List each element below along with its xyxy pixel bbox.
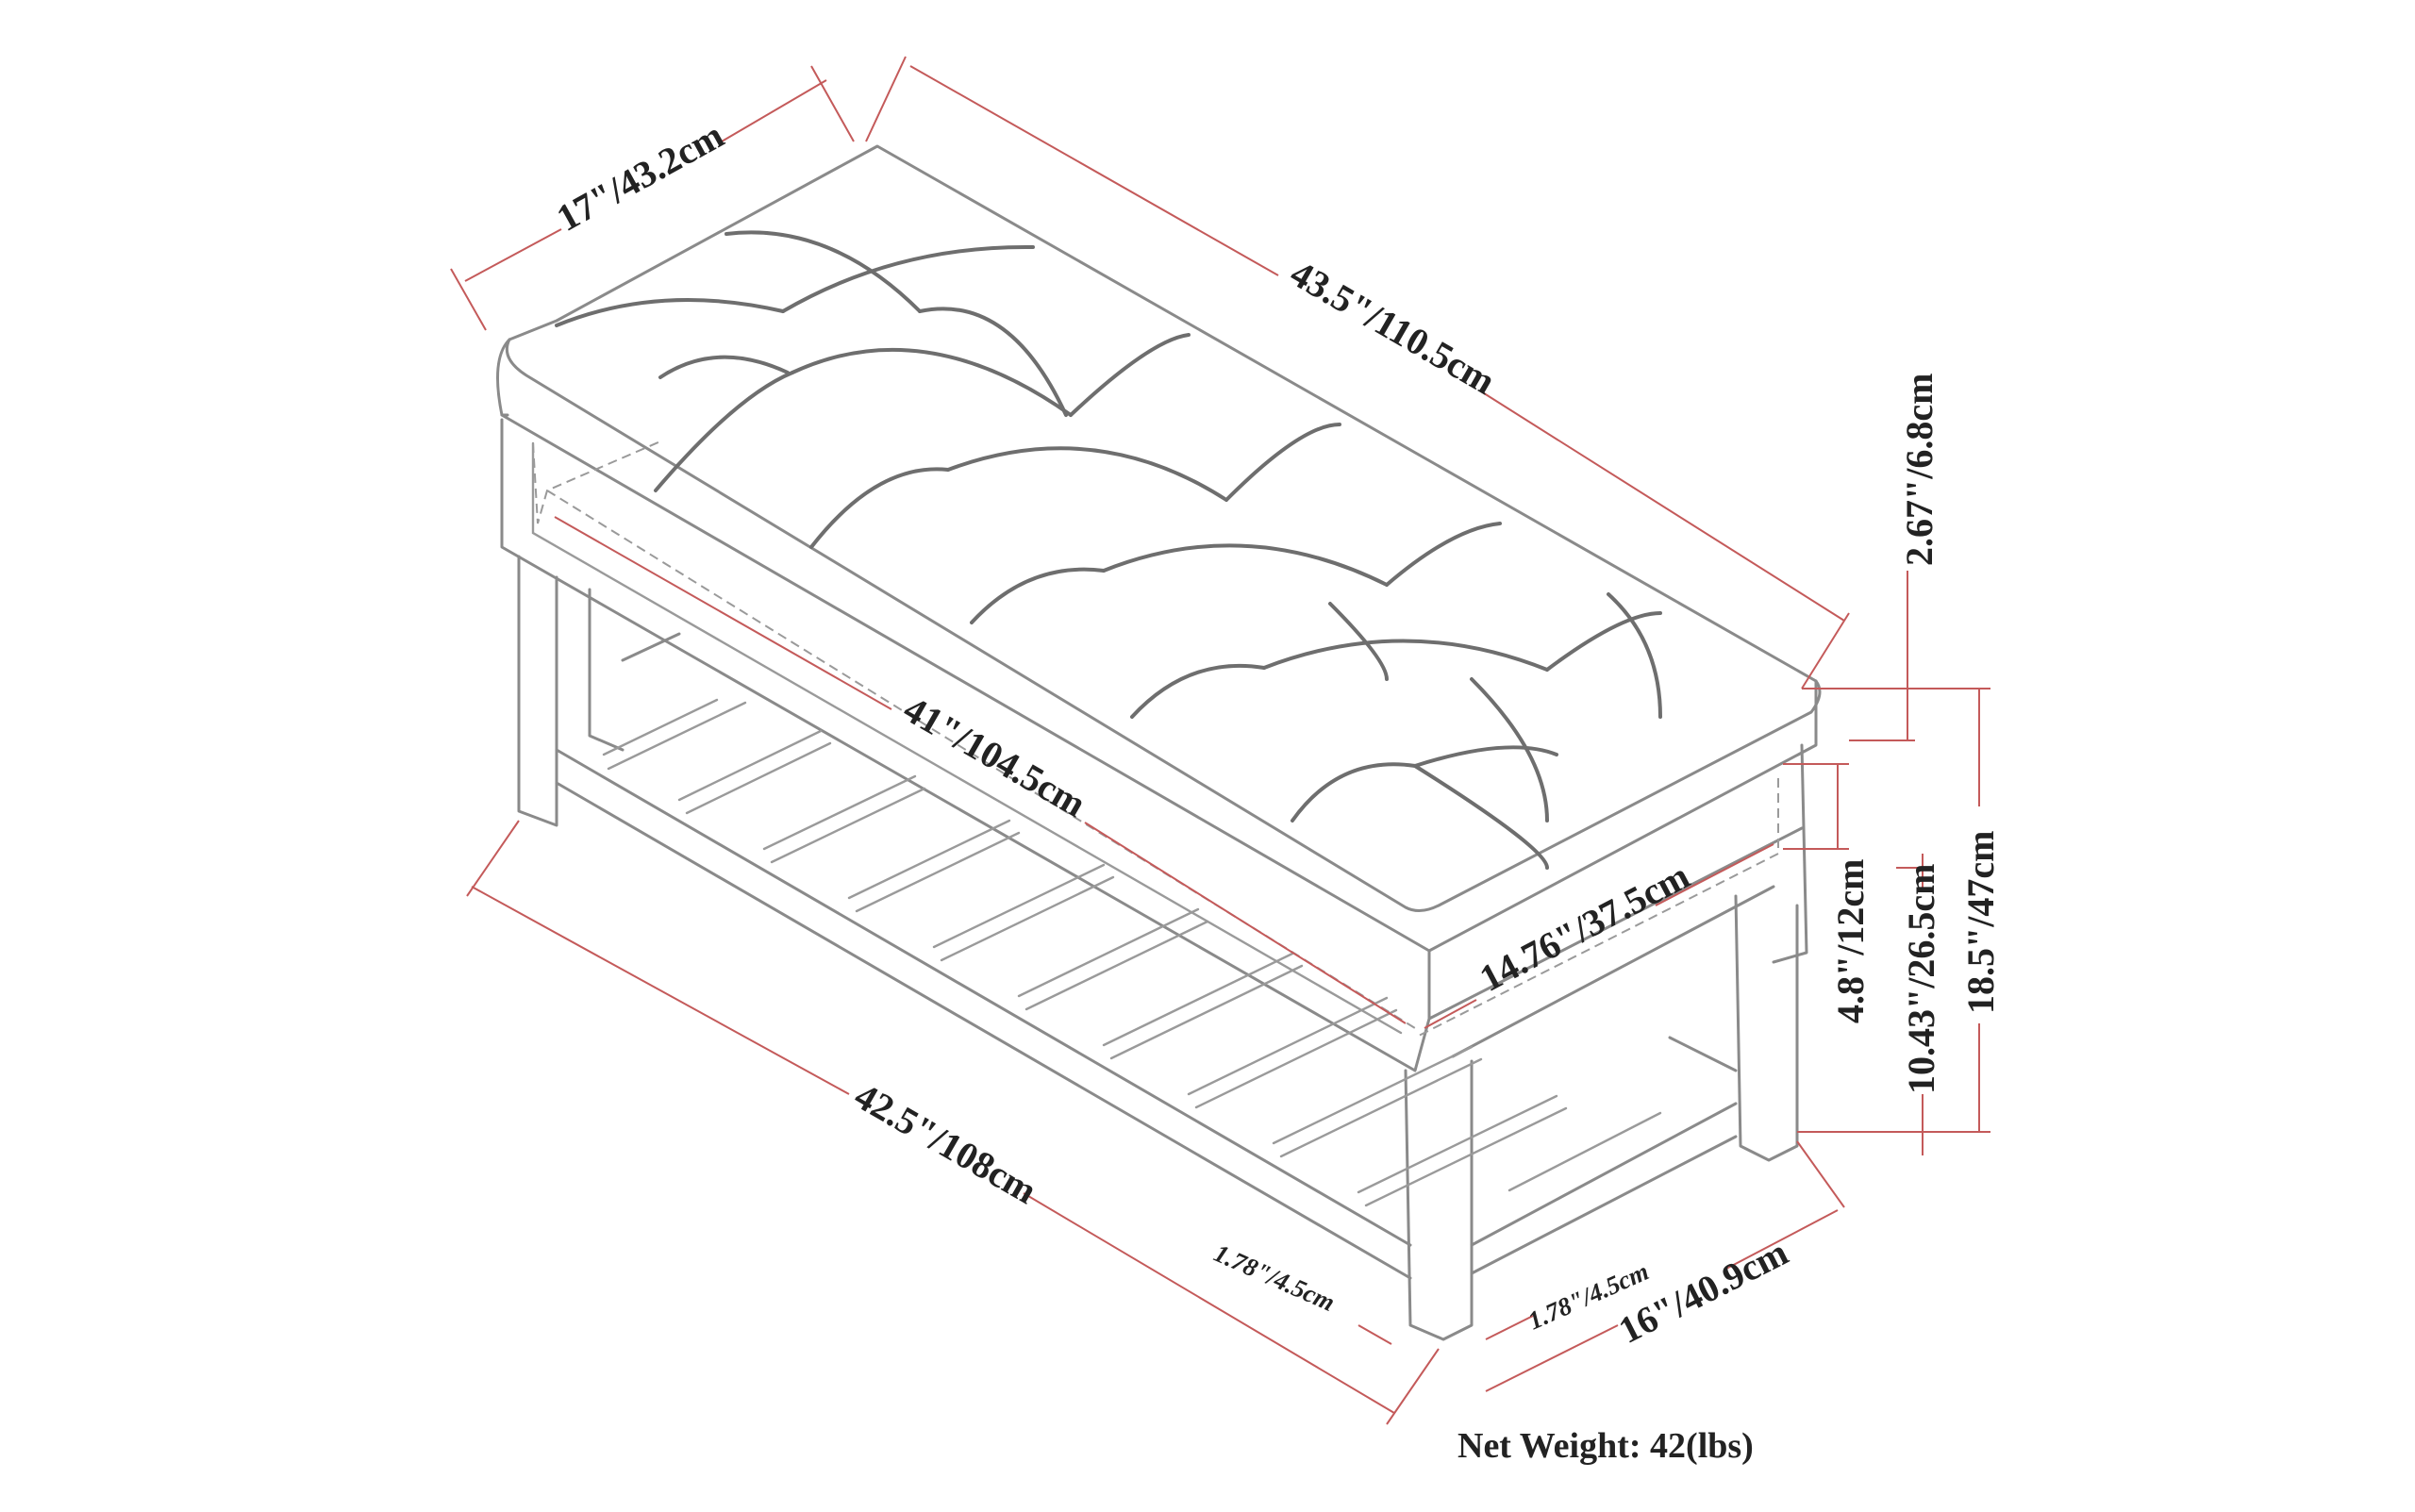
ext-depth-base-right — [1796, 1140, 1845, 1208]
dim-inner-depth-b — [1655, 843, 1774, 906]
label-apron-height: 4.8"/12cm — [1829, 859, 1872, 1023]
leg-back-left — [588, 588, 625, 752]
cushion-top — [505, 144, 1822, 912]
ext-length-top-left — [865, 56, 907, 142]
dim-base-length-a — [471, 886, 850, 1095]
ext-depth-top-right — [810, 65, 855, 142]
dim-leg-side — [1485, 1315, 1534, 1340]
ext-base-left — [466, 820, 520, 897]
label-total-height: 18.5"/47cm — [1959, 831, 2002, 1014]
label-base-length: 42.5"/108cm — [848, 1074, 1044, 1212]
label-leg-width-front: 1.78"/4.5cm — [1210, 1238, 1340, 1317]
label-inner-depth: 14.76"/37.5cm — [1473, 854, 1696, 999]
dim-depth-top-b — [721, 79, 827, 142]
apron-front-inner — [531, 441, 1403, 1035]
apron-front — [500, 418, 1431, 1072]
dim-depth-top-a — [464, 228, 562, 282]
leg-front-left — [517, 555, 558, 827]
cushion-tufting — [555, 230, 1662, 870]
dim-length-top-a — [909, 65, 1279, 276]
label-shelf-height: 10.43"/26.5cm — [1900, 864, 1942, 1094]
hidden-frame-left — [532, 440, 661, 524]
dim-length-top-b — [1480, 390, 1845, 622]
cushion-front-face — [500, 413, 1818, 953]
apron-side — [1451, 743, 1808, 1058]
cushion-left-edge — [496, 338, 511, 417]
hidden-frame-right — [1414, 778, 1779, 1038]
label-length-top: 43.5"/110.5cm — [1284, 252, 1503, 403]
shelf-slats — [602, 698, 1662, 1207]
leg-back-right — [1734, 894, 1799, 1162]
dimension-lines — [450, 56, 1990, 1425]
ext-depth-top-left — [450, 268, 487, 331]
label-base-depth: 16"/40.9cm — [1612, 1231, 1795, 1352]
ext-length-top-right — [1801, 612, 1850, 690]
net-weight-label: Net Weight: 42(lbs) — [1457, 1426, 1754, 1466]
dim-inner-depth-a — [1424, 999, 1477, 1029]
bench-drawing — [496, 144, 1822, 1341]
shelf-frame — [555, 632, 1738, 1280]
dim-leg-front — [1357, 1324, 1392, 1345]
dim-base-length-b — [1023, 1192, 1395, 1414]
ext-base-right — [1386, 1348, 1440, 1425]
label-depth-top: 17"/43.2cm — [550, 113, 731, 240]
dim-base-depth-a — [1485, 1324, 1619, 1392]
dim-inner-length-a — [554, 516, 892, 710]
label-cushion-height: 2.67"/6.8cm — [1898, 374, 1940, 566]
dim-inner-length-b — [1084, 822, 1407, 1024]
dim-base-depth-b — [1725, 1209, 1839, 1270]
leg-front-right — [1404, 1059, 1474, 1341]
label-inner-length: 41"/104.5cm — [897, 688, 1093, 825]
